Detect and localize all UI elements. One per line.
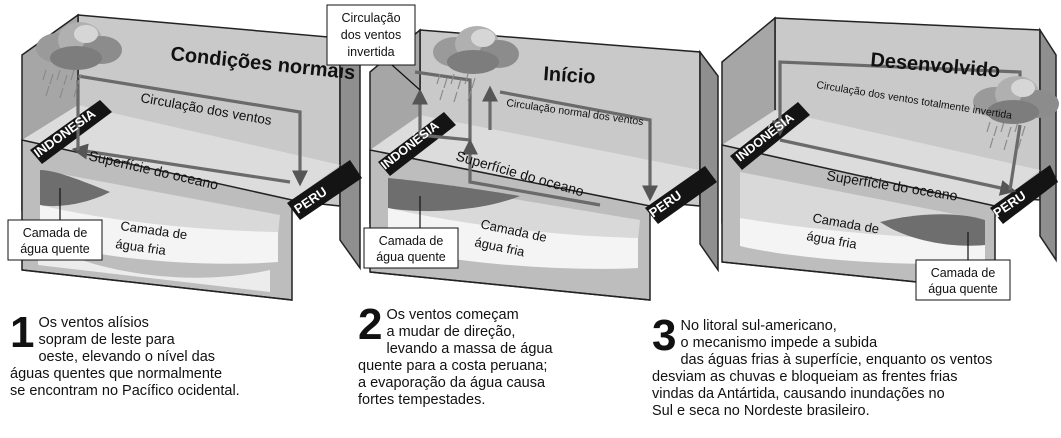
panel-1-warm-label-line-1: Camada de	[23, 226, 88, 240]
panel-3-warm-label-line-2: água quente	[928, 282, 998, 296]
caption-1-line-5: se encontram no Pacífico ocidental.	[10, 383, 240, 399]
caption-1-line-2: sopram de leste para	[38, 332, 175, 348]
caption-3-line-1: No litoral sul-americano,	[680, 318, 837, 334]
step-number-1: 1	[10, 308, 35, 357]
caption-3-line-5: vindas da Antártida, causando inundações…	[652, 386, 945, 402]
caption-3-line-2: o mecanismo impede a subida	[680, 335, 878, 351]
caption-2-line-1: Os ventos começam	[386, 307, 519, 323]
caption-step-2: 2 Os ventos começam a mudar de direção, …	[358, 300, 658, 409]
caption-2-line-5: a evaporação da água causa	[358, 375, 546, 391]
panel-normal-conditions: Condições normais Circulação dos ventos …	[7, 13, 362, 301]
caption-2-line-3: levando a massa de água	[386, 341, 553, 357]
caption-1-line-4: águas quentes que normalmente	[10, 366, 223, 382]
caption-3-line-6: Sul e seca no Nordeste brasileiro.	[652, 403, 870, 419]
warm-water-layer	[880, 214, 985, 246]
panel-1-cold-label-line-2: água fria	[115, 236, 168, 258]
panel-developed: Desenvolvido Circulação dos ventos total…	[721, 16, 1059, 301]
caption-1-line-1: Os ventos alísios	[38, 315, 149, 331]
warm-water-layer	[388, 178, 520, 212]
caption-3-line-3: das águas frias à superfície, enquanto o…	[680, 352, 993, 368]
step-number-2: 2	[358, 300, 383, 349]
caption-step-3: 3 No litoral sul-americano, o mecanismo …	[652, 311, 1052, 420]
panel-2-warm-label-line-1: Camada de	[379, 234, 444, 248]
inverted-circulation-line-2: dos ventos	[341, 28, 401, 42]
caption-1-line-3: oeste, elevando o nível das	[38, 349, 216, 365]
caption-2-line-2: a mudar de direção,	[386, 324, 516, 340]
panel-onset: Circulação dos ventos invertida Início C…	[326, 4, 719, 301]
step-number-3: 3	[652, 311, 677, 360]
inverted-circulation-line-3: invertida	[347, 45, 394, 59]
panel-1-warm-label-line-2: água quente	[20, 242, 90, 256]
caption-2-line-6: fortes tempestades.	[358, 392, 486, 408]
caption-step-1: 1 Os ventos alísios sopram de leste para…	[10, 308, 340, 400]
warm-water-layer	[40, 170, 110, 207]
inverted-circulation-line-1: Circulação	[341, 11, 400, 25]
panel-2-title: Início	[543, 63, 597, 89]
panel-2-warm-label-line-2: água quente	[376, 250, 446, 264]
panel-3-warm-label-line-1: Camada de	[931, 266, 996, 280]
caption-2-line-4: quente para a costa peruana;	[358, 358, 548, 374]
caption-3-line-4: desviam as chuvas e bloqueiam as frentes…	[652, 369, 958, 385]
